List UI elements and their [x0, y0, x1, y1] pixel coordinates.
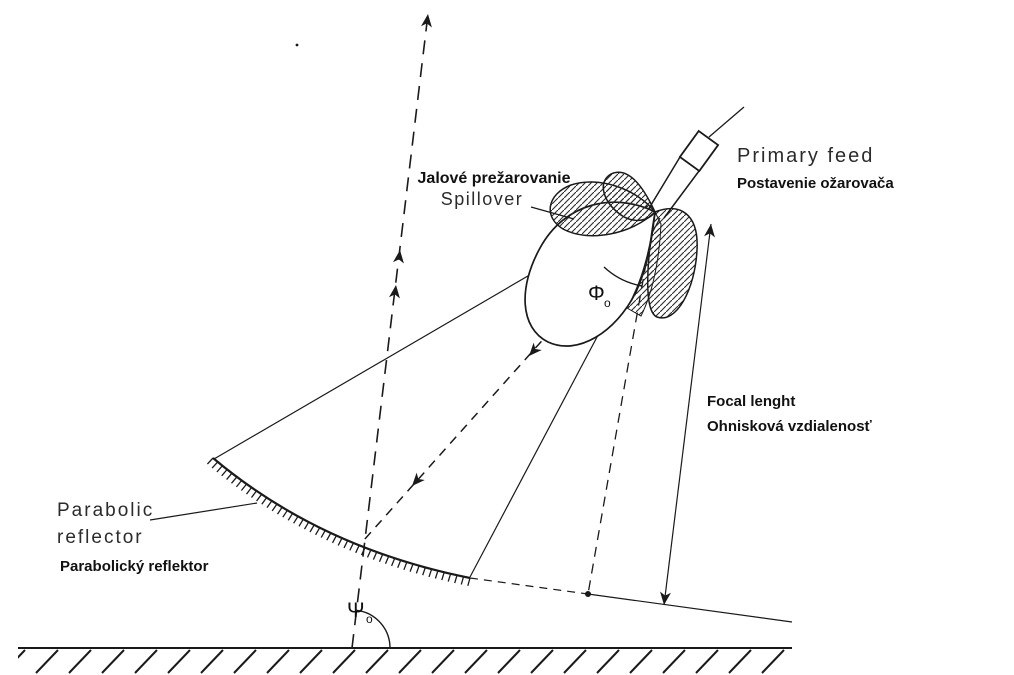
psi-angle-symbol: Ψ — [347, 599, 365, 622]
parabolic-reflector — [206, 457, 471, 586]
reflector-hatch-tick — [245, 487, 253, 495]
ground — [18, 647, 792, 675]
reflector-hatch-tick — [422, 567, 426, 576]
reflector-hatch-tick — [366, 549, 372, 558]
psi-angle-arc — [356, 609, 391, 649]
reflector-hatch-tick — [256, 493, 263, 502]
reflector-hatch-tick — [261, 497, 268, 505]
axis-arrowhead-mid2 — [388, 284, 402, 299]
horn-taper-right — [663, 170, 700, 219]
reflector-hatch-tick — [309, 524, 315, 533]
spillover-label-sk: Jalové prežarovanie — [418, 170, 571, 187]
reflector-hatch-tick — [216, 465, 223, 473]
axis-dashed-line — [351, 13, 429, 649]
reflector-curve — [212, 457, 471, 580]
reflector-hatch-tick — [266, 500, 273, 508]
reflector-hatch-tick — [240, 483, 248, 491]
focal-length-label-en: Focal lenght — [707, 393, 795, 410]
focal-length-dimension — [658, 223, 717, 606]
reflector-hatch-tick — [230, 476, 238, 484]
side-lobe-top — [602, 171, 656, 222]
phi-angle-symbol: Φ — [588, 282, 605, 305]
reflector-hatch-tick — [454, 575, 458, 584]
reflector-hatch-tick — [315, 527, 321, 536]
reflector-hatch-tick — [293, 515, 299, 524]
primary-feed-label-en: Primary feed — [737, 145, 874, 167]
reflector-hatch-tick — [415, 565, 420, 574]
reflector-hatch-tick — [326, 532, 332, 541]
reflector-hatch-tick — [397, 559, 402, 569]
reflector-hatch-tick — [428, 568, 433, 578]
reflector-hatch-tick — [390, 558, 396, 567]
reflector-hatch-tick — [206, 457, 214, 465]
aperture-base — [469, 577, 793, 623]
angle-marks — [356, 266, 643, 649]
ink-speck — [295, 43, 299, 47]
phi-angle-arc — [603, 266, 643, 287]
reflector-hatch-tick — [460, 576, 465, 585]
reflector-hatch-tick — [303, 521, 310, 530]
base-dashed-segment — [469, 577, 589, 595]
inner-lobe-hatch — [626, 210, 662, 317]
focal-length-label-sk: Ohnisková vzdialenosť — [707, 418, 873, 435]
reflector-hatch-tick — [378, 553, 384, 562]
reflector-label-en-line1: Parabolic — [57, 500, 154, 521]
labels: Jalové prežarovanie Spillover Primary fe… — [57, 145, 894, 626]
reflector-hatch-tick — [221, 469, 228, 477]
reflector-hatch-tick — [355, 545, 360, 554]
reflector-hatch-tick — [250, 490, 258, 498]
ground-hatching — [18, 649, 788, 675]
reflector-hatch-tick — [276, 506, 283, 515]
reflector-hatch-tick — [360, 547, 366, 556]
horn-taper-left — [647, 156, 681, 211]
reflector-hatch-tick — [372, 551, 378, 560]
feed-waveguide-box — [678, 129, 720, 173]
spillover-pointer-line — [530, 206, 575, 220]
reflector-hatch-tick — [331, 535, 337, 544]
reflector-pointer-line — [149, 502, 258, 521]
dimension-line — [663, 223, 712, 606]
reflector-hatch-tick — [226, 472, 233, 481]
reflector-hatch-tick — [434, 570, 439, 579]
reflector-hatch-tick — [467, 577, 471, 586]
reflector-hatch-tick — [409, 563, 414, 572]
feed-axis-dashed — [587, 211, 656, 595]
reflector-hatch-tick — [235, 480, 243, 488]
primary-feed-horn — [647, 106, 745, 219]
reflector-label-sk: Parabolický reflektor — [60, 558, 209, 575]
reflector-hatch-tick — [343, 540, 349, 549]
reflector-hatch-tick — [441, 572, 445, 581]
radiation-pattern — [524, 171, 698, 347]
base-solid-segment — [587, 593, 793, 623]
reflector-label-en-line2: reflector — [57, 527, 144, 548]
reflector-hatch-tick — [349, 542, 354, 551]
reflector-hatch-tick — [403, 561, 408, 571]
reflector-hatch-tick — [211, 461, 219, 469]
reflector-hatch-tick — [287, 512, 294, 521]
reflector-hatch-tick — [282, 509, 288, 518]
primary-feed-label-sk: Postavenie ožarovača — [737, 175, 894, 192]
spillover-label-en: Spillover — [441, 189, 524, 209]
reflector-hatching — [206, 457, 471, 586]
reflector-hatch-tick — [298, 518, 304, 527]
reflector-hatch-tick — [337, 537, 343, 546]
reflector-hatch-tick — [447, 573, 452, 582]
reflector-hatch-tick — [320, 530, 326, 538]
axis-arrowhead-mid1 — [392, 249, 406, 264]
dimension-arrowhead-top — [704, 223, 717, 238]
psi-angle-subscript: o — [366, 612, 373, 626]
reflector-hatch-tick — [384, 556, 390, 565]
feed-support-line — [708, 106, 745, 138]
boresight-axis — [351, 13, 434, 649]
reflector-hatch-tick — [271, 503, 278, 512]
phi-angle-subscript: o — [604, 296, 611, 310]
